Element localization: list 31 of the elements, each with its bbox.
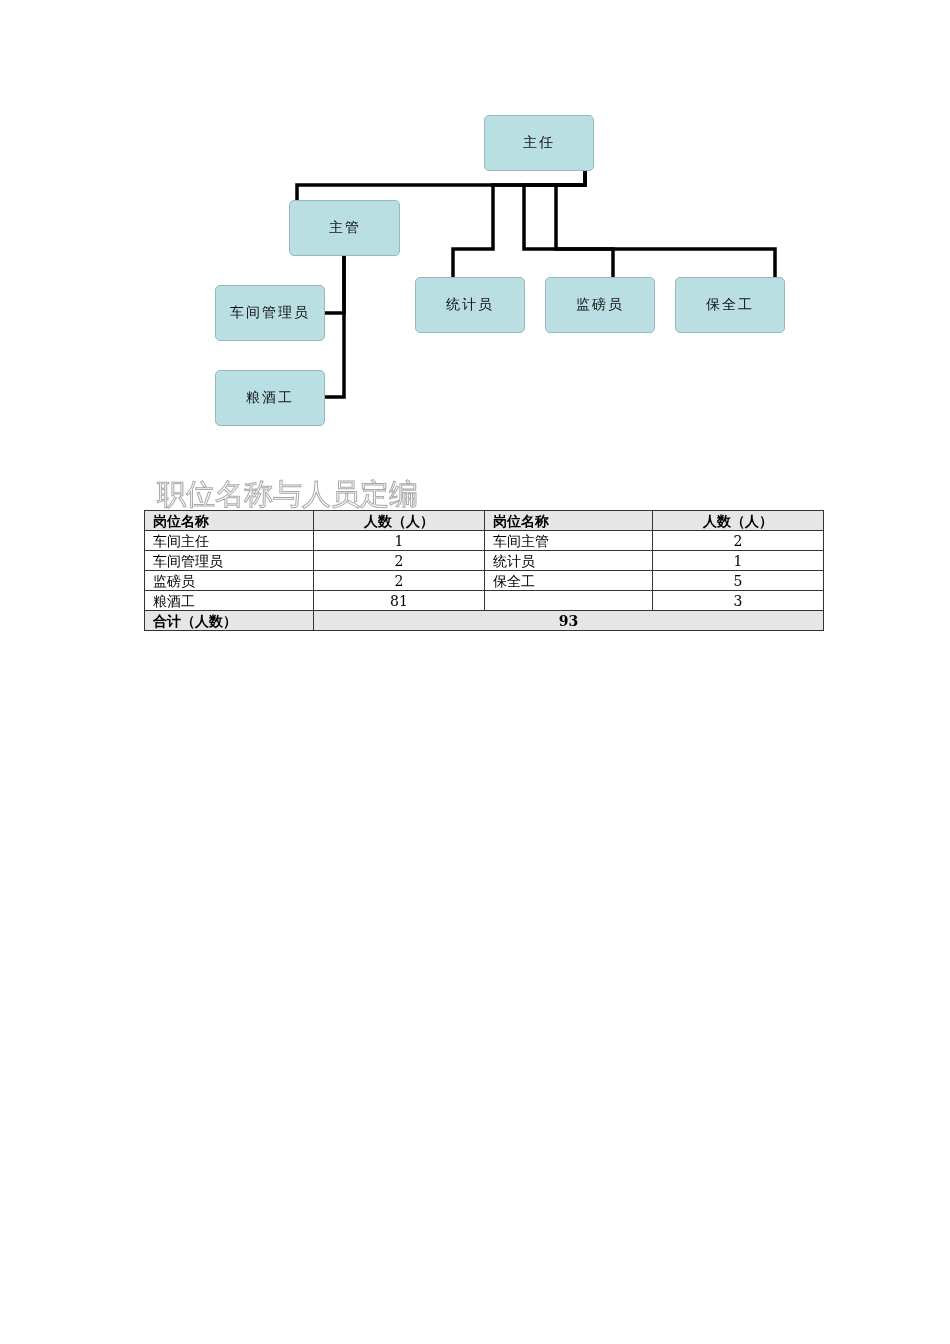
table-cell: 1 [313, 530, 485, 551]
position-box: 主任 [484, 115, 594, 171]
header-cell: 岗位名称 [144, 510, 314, 531]
header-cell: 岗位名称 [484, 510, 653, 531]
header-cell: 人数（人） [652, 510, 824, 531]
table-cell: 粮酒工 [144, 590, 314, 611]
table-cell: 车间主管 [484, 530, 653, 551]
table-cell: 统计员 [484, 550, 653, 571]
table-cell: 车间管理员 [144, 550, 314, 571]
connector-line [554, 171, 777, 277]
header-cell: 人数（人） [313, 510, 485, 531]
table-title: 职位名称与人员定编 [157, 476, 418, 512]
connector-line [325, 256, 346, 399]
table-cell: 2 [652, 530, 824, 551]
position-box: 保全工 [675, 277, 785, 333]
table-cell: 监磅员 [144, 570, 314, 591]
position-box: 车间管理员 [215, 285, 325, 341]
table-cell: 81 [313, 590, 485, 611]
table-cell: 车间主任 [144, 530, 314, 551]
position-box: 监磅员 [545, 277, 655, 333]
table-cell: 2 [313, 550, 485, 571]
table-cell: 3 [652, 590, 824, 611]
total-cell: 合计（人数） [144, 610, 314, 631]
table-cell: 保全工 [484, 570, 653, 591]
position-box: 统计员 [415, 277, 525, 333]
table-cell: 5 [652, 570, 824, 591]
table-cell: 2 [313, 570, 485, 591]
position-box: 主管 [289, 200, 400, 256]
table-cell: 1 [652, 550, 824, 571]
position-box: 粮酒工 [215, 370, 325, 426]
total-cell: 93 [313, 610, 824, 631]
